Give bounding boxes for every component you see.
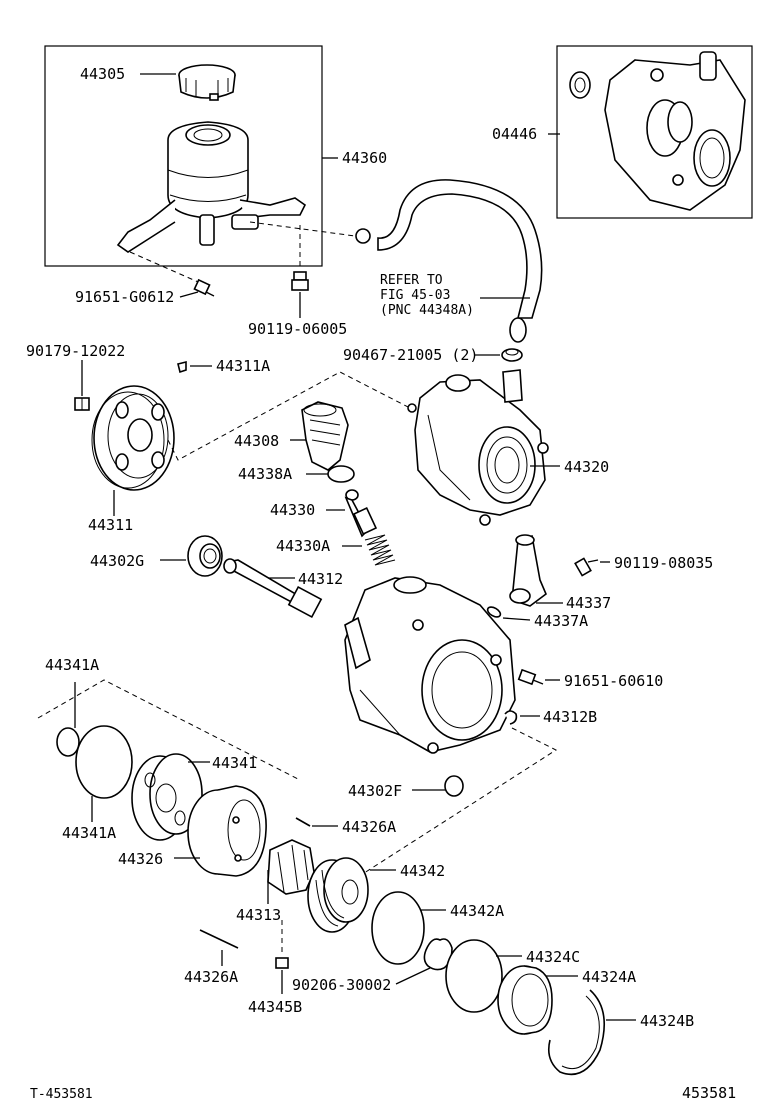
dash-bolt-a bbox=[129, 251, 206, 286]
label-44313: 44313 bbox=[236, 906, 281, 924]
label-44311: 44311 bbox=[88, 516, 133, 534]
label-44345b: 44345B bbox=[248, 998, 302, 1016]
refer-line-3: (PNC 44348A) bbox=[380, 303, 474, 318]
label-44330: 44330 bbox=[270, 501, 315, 519]
bolt-91651-60610 bbox=[517, 668, 544, 686]
woodruff-key bbox=[177, 360, 187, 374]
reservoir-cap bbox=[178, 64, 236, 101]
label-44311a: 44311A bbox=[216, 357, 270, 375]
label-44302f: 44302F bbox=[348, 782, 402, 800]
o-ring-44341a-large bbox=[75, 725, 133, 799]
union-fitting bbox=[509, 534, 547, 607]
bearing-44302g bbox=[187, 535, 223, 577]
bolt-90119-06005 bbox=[291, 271, 309, 291]
vane-44326a-bottom bbox=[199, 929, 239, 949]
flow-control-valve bbox=[344, 489, 378, 538]
side-plate-44341 bbox=[131, 753, 203, 841]
label-44324b: 44324B bbox=[640, 1012, 694, 1030]
hose-clamp bbox=[501, 348, 523, 362]
bolt-91651-g0612 bbox=[193, 278, 215, 297]
label-90119-06005: 90119-06005 bbox=[248, 320, 347, 338]
label-44312b: 44312B bbox=[543, 708, 597, 726]
label-90467-21005: 90467-21005 (2) bbox=[343, 346, 478, 364]
o-ring-44338a bbox=[327, 465, 355, 483]
label-44308: 44308 bbox=[234, 432, 279, 450]
footer-left-code: T-453581 bbox=[30, 1087, 93, 1102]
label-44324c: 44324C bbox=[526, 948, 580, 966]
pin-44345b bbox=[275, 957, 289, 969]
dash-hose-reservoir bbox=[249, 221, 356, 237]
cam-ring-44326 bbox=[187, 785, 267, 877]
pulley bbox=[91, 385, 175, 491]
label-44326: 44326 bbox=[118, 850, 163, 868]
label-44330a: 44330A bbox=[276, 537, 330, 555]
label-44341a-top: 44341A bbox=[45, 656, 99, 674]
bolt-90119-08035 bbox=[574, 557, 599, 577]
gasket-kit-parts bbox=[569, 51, 746, 211]
o-ring-44341a-small bbox=[56, 727, 80, 757]
dash-assembly-right bbox=[321, 727, 558, 901]
label-44302g: 44302G bbox=[90, 552, 144, 570]
snap-ring-44324b bbox=[547, 989, 606, 1076]
o-ring-44342a bbox=[371, 891, 425, 965]
flow-valve-fitting bbox=[301, 401, 349, 471]
reservoir-group-box bbox=[44, 45, 323, 267]
rotor-44313 bbox=[267, 839, 315, 895]
pump-shaft bbox=[223, 558, 323, 619]
label-91651-g0612: 91651-G0612 bbox=[75, 288, 174, 306]
label-04446: 04446 bbox=[492, 125, 537, 143]
end-cover-44324a bbox=[497, 965, 553, 1035]
footer-right-code: 453581 bbox=[682, 1084, 736, 1102]
leader-44337a bbox=[502, 617, 531, 621]
label-44341a-bot: 44341A bbox=[62, 824, 116, 842]
label-44326a-top: 44326A bbox=[342, 818, 396, 836]
label-44326a-bot: 44326A bbox=[184, 968, 238, 986]
label-44324a: 44324A bbox=[582, 968, 636, 986]
gasket-kit-box bbox=[556, 45, 753, 219]
label-90119-08035: 90119-08035 bbox=[614, 554, 713, 572]
o-ring-44324c bbox=[445, 939, 503, 1013]
leader-90206-30002 bbox=[395, 967, 431, 985]
label-44320: 44320 bbox=[564, 458, 609, 476]
refer-line-1: REFER TO bbox=[380, 273, 443, 288]
front-housing bbox=[407, 369, 549, 526]
label-44312: 44312 bbox=[298, 570, 343, 588]
vane-44326a-top bbox=[295, 817, 311, 827]
label-44337a: 44337A bbox=[534, 612, 588, 630]
leader-91651-g0612 bbox=[179, 291, 199, 298]
reservoir-tank bbox=[116, 121, 307, 253]
snap-ring-44312b bbox=[504, 710, 518, 725]
label-44305: 44305 bbox=[80, 65, 125, 83]
label-44342a: 44342A bbox=[450, 902, 504, 920]
o-ring-44337a bbox=[486, 606, 502, 618]
dash-pulley-pump bbox=[167, 371, 411, 461]
valve-spring bbox=[364, 534, 396, 566]
label-44338a: 44338A bbox=[238, 465, 292, 483]
plug-44302f bbox=[444, 775, 464, 797]
bolt-90179-12022 bbox=[74, 397, 90, 411]
label-90206-30002: 90206-30002 bbox=[292, 976, 391, 994]
refer-line-2: FIG 45-03 bbox=[380, 288, 450, 303]
label-91651-60610: 91651-60610 bbox=[564, 672, 663, 690]
label-44341: 44341 bbox=[212, 754, 257, 772]
pressure-plate-44342 bbox=[307, 857, 369, 933]
label-44337: 44337 bbox=[566, 594, 611, 612]
label-44360: 44360 bbox=[342, 149, 387, 167]
label-90179-12022: 90179-12022 bbox=[26, 342, 125, 360]
return-hose bbox=[355, 179, 543, 343]
label-44342: 44342 bbox=[400, 862, 445, 880]
dash-assembly-left bbox=[37, 679, 301, 781]
rear-housing bbox=[344, 576, 516, 754]
